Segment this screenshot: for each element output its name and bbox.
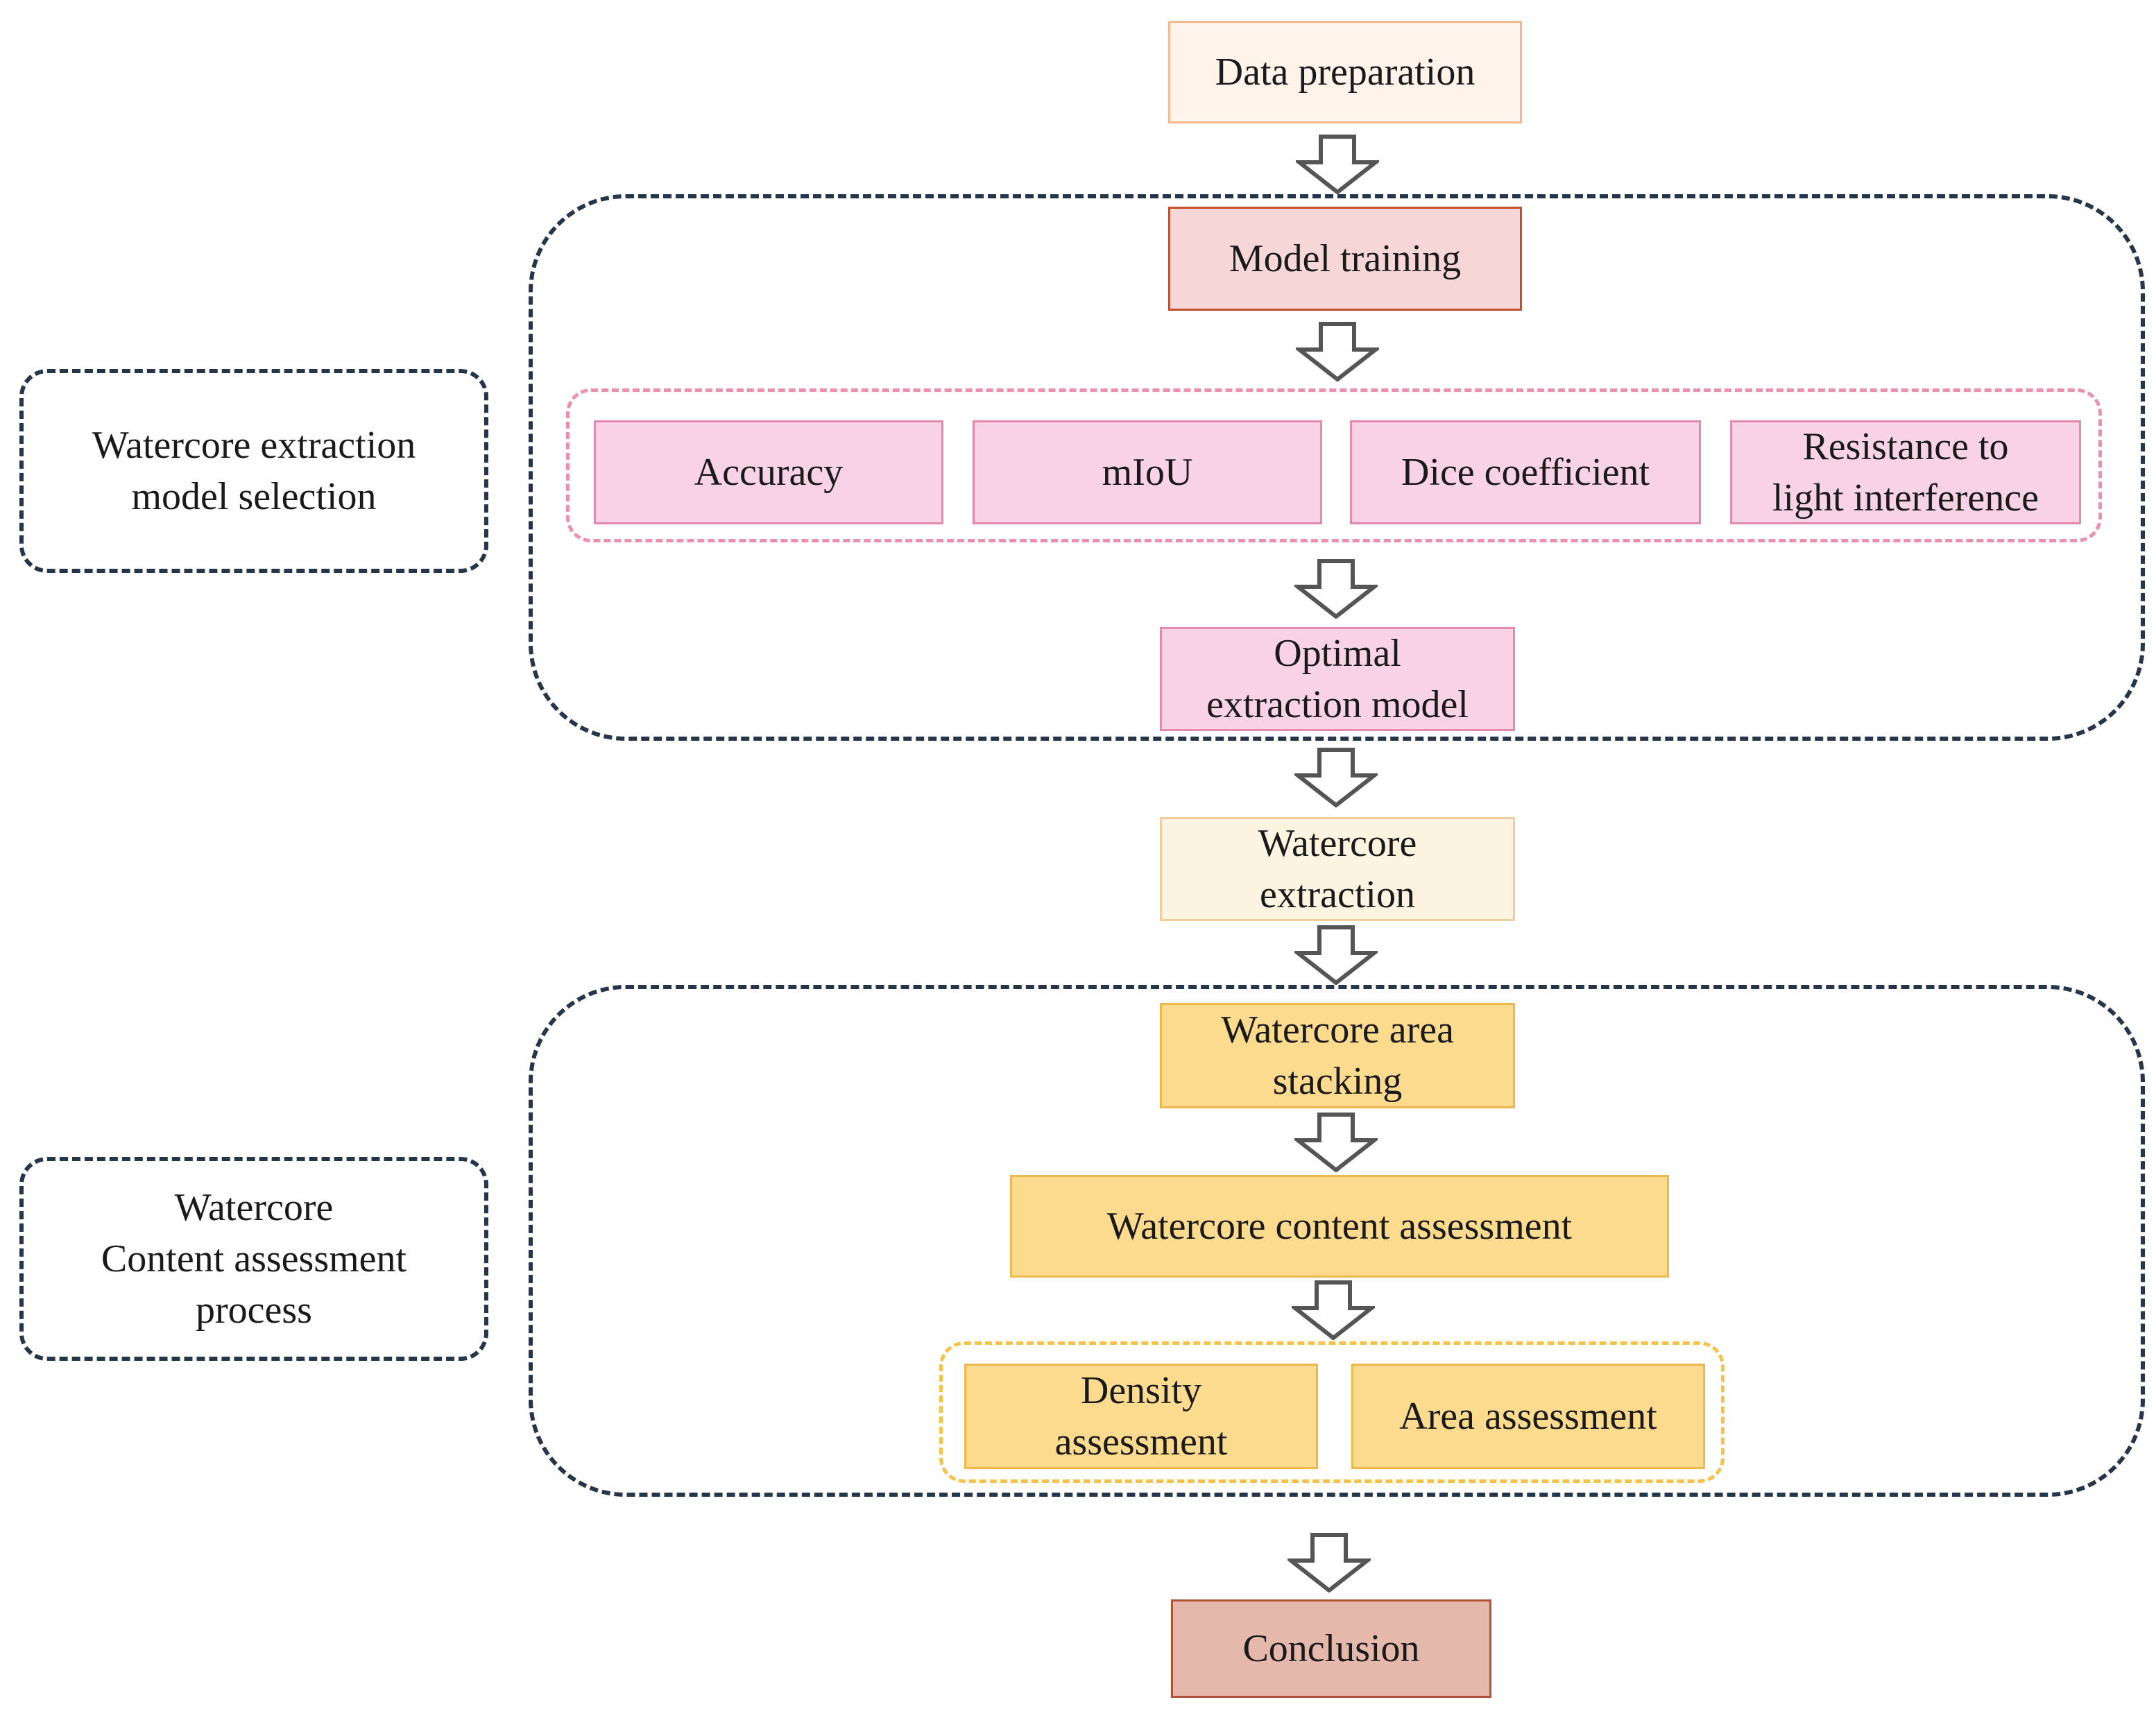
down-arrow-icon: [1296, 322, 1379, 381]
node-model-training: Model training: [1168, 207, 1522, 311]
down-arrow-icon: [1292, 1280, 1375, 1340]
down-arrow-icon: [1296, 135, 1379, 194]
node-data-preparation: Data preparation: [1168, 21, 1522, 123]
down-arrow-icon: [1294, 1113, 1378, 1172]
down-arrow-icon: [1294, 925, 1378, 985]
down-arrow-icon: [1294, 559, 1378, 619]
node-watercore-content-assessment: Watercore content assessment: [1010, 1175, 1669, 1278]
content-assessment-container: [529, 985, 2145, 1497]
sub-assessment-group: [939, 1341, 1725, 1483]
node-optimal-extraction-model: Optimal extraction model: [1160, 627, 1515, 731]
down-arrow-icon: [1287, 1533, 1371, 1592]
side-label-content-assessment: Watercore Content assessment process: [19, 1157, 488, 1361]
node-metric-dice: Dice coefficient: [1350, 420, 1701, 524]
node-metric-miou: mIoU: [973, 420, 1322, 524]
metrics-group: [566, 388, 2102, 542]
node-watercore-extraction: Watercore extraction: [1160, 817, 1515, 921]
down-arrow-icon: [1294, 748, 1378, 807]
node-density-assessment: Density assessment: [964, 1364, 1318, 1469]
node-metric-resistance: Resistance to light interference: [1730, 420, 2081, 524]
node-watercore-area-stacking: Watercore area stacking: [1160, 1003, 1515, 1108]
node-metric-accuracy: Accuracy: [594, 420, 943, 524]
node-conclusion: Conclusion: [1171, 1599, 1491, 1698]
model-selection-container: [529, 194, 2145, 741]
side-label-model-selection: Watercore extraction model selection: [19, 369, 488, 573]
node-area-assessment: Area assessment: [1351, 1364, 1705, 1469]
